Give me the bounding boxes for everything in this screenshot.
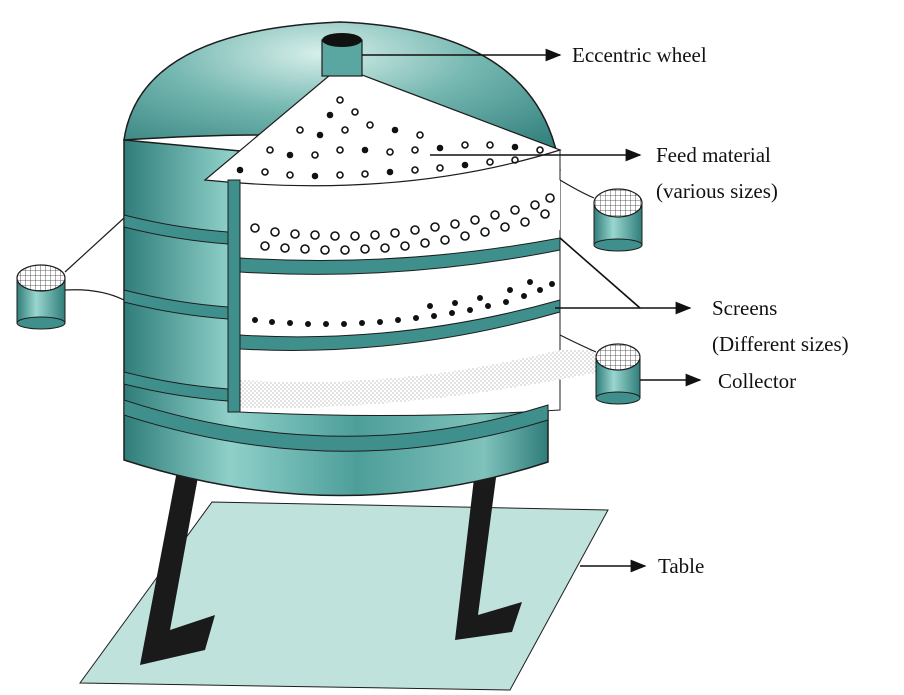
fine-particles xyxy=(252,279,555,327)
leader-lines xyxy=(362,48,702,573)
label-eccentric-wheel: Eccentric wheel xyxy=(572,43,707,67)
frame-strip xyxy=(227,179,241,413)
screen-1-particles-area xyxy=(240,180,560,252)
collector-top-right xyxy=(593,188,643,252)
label-screens: Screens xyxy=(712,296,777,320)
label-table: Table xyxy=(658,554,704,578)
body-rings xyxy=(123,214,549,452)
screen-2 xyxy=(239,299,561,351)
coarse-particles xyxy=(250,193,555,255)
connector-lines xyxy=(64,179,597,353)
leg-right xyxy=(455,470,522,640)
label-feed-material-sizes: (various sizes) xyxy=(656,179,778,203)
label-feed-material: Feed material xyxy=(656,143,771,167)
collector-pan-fines xyxy=(240,350,600,409)
feed-material-particles xyxy=(236,96,544,180)
leg-left xyxy=(140,455,215,665)
label-screens-sizes: (Different sizes) xyxy=(712,332,849,356)
feed-cone xyxy=(203,74,562,187)
collector-bottom-right xyxy=(595,343,641,405)
label-collector: Collector xyxy=(718,369,796,393)
screen-1 xyxy=(239,237,561,275)
collector-left xyxy=(16,264,66,330)
eccentric-wheel xyxy=(321,33,363,77)
